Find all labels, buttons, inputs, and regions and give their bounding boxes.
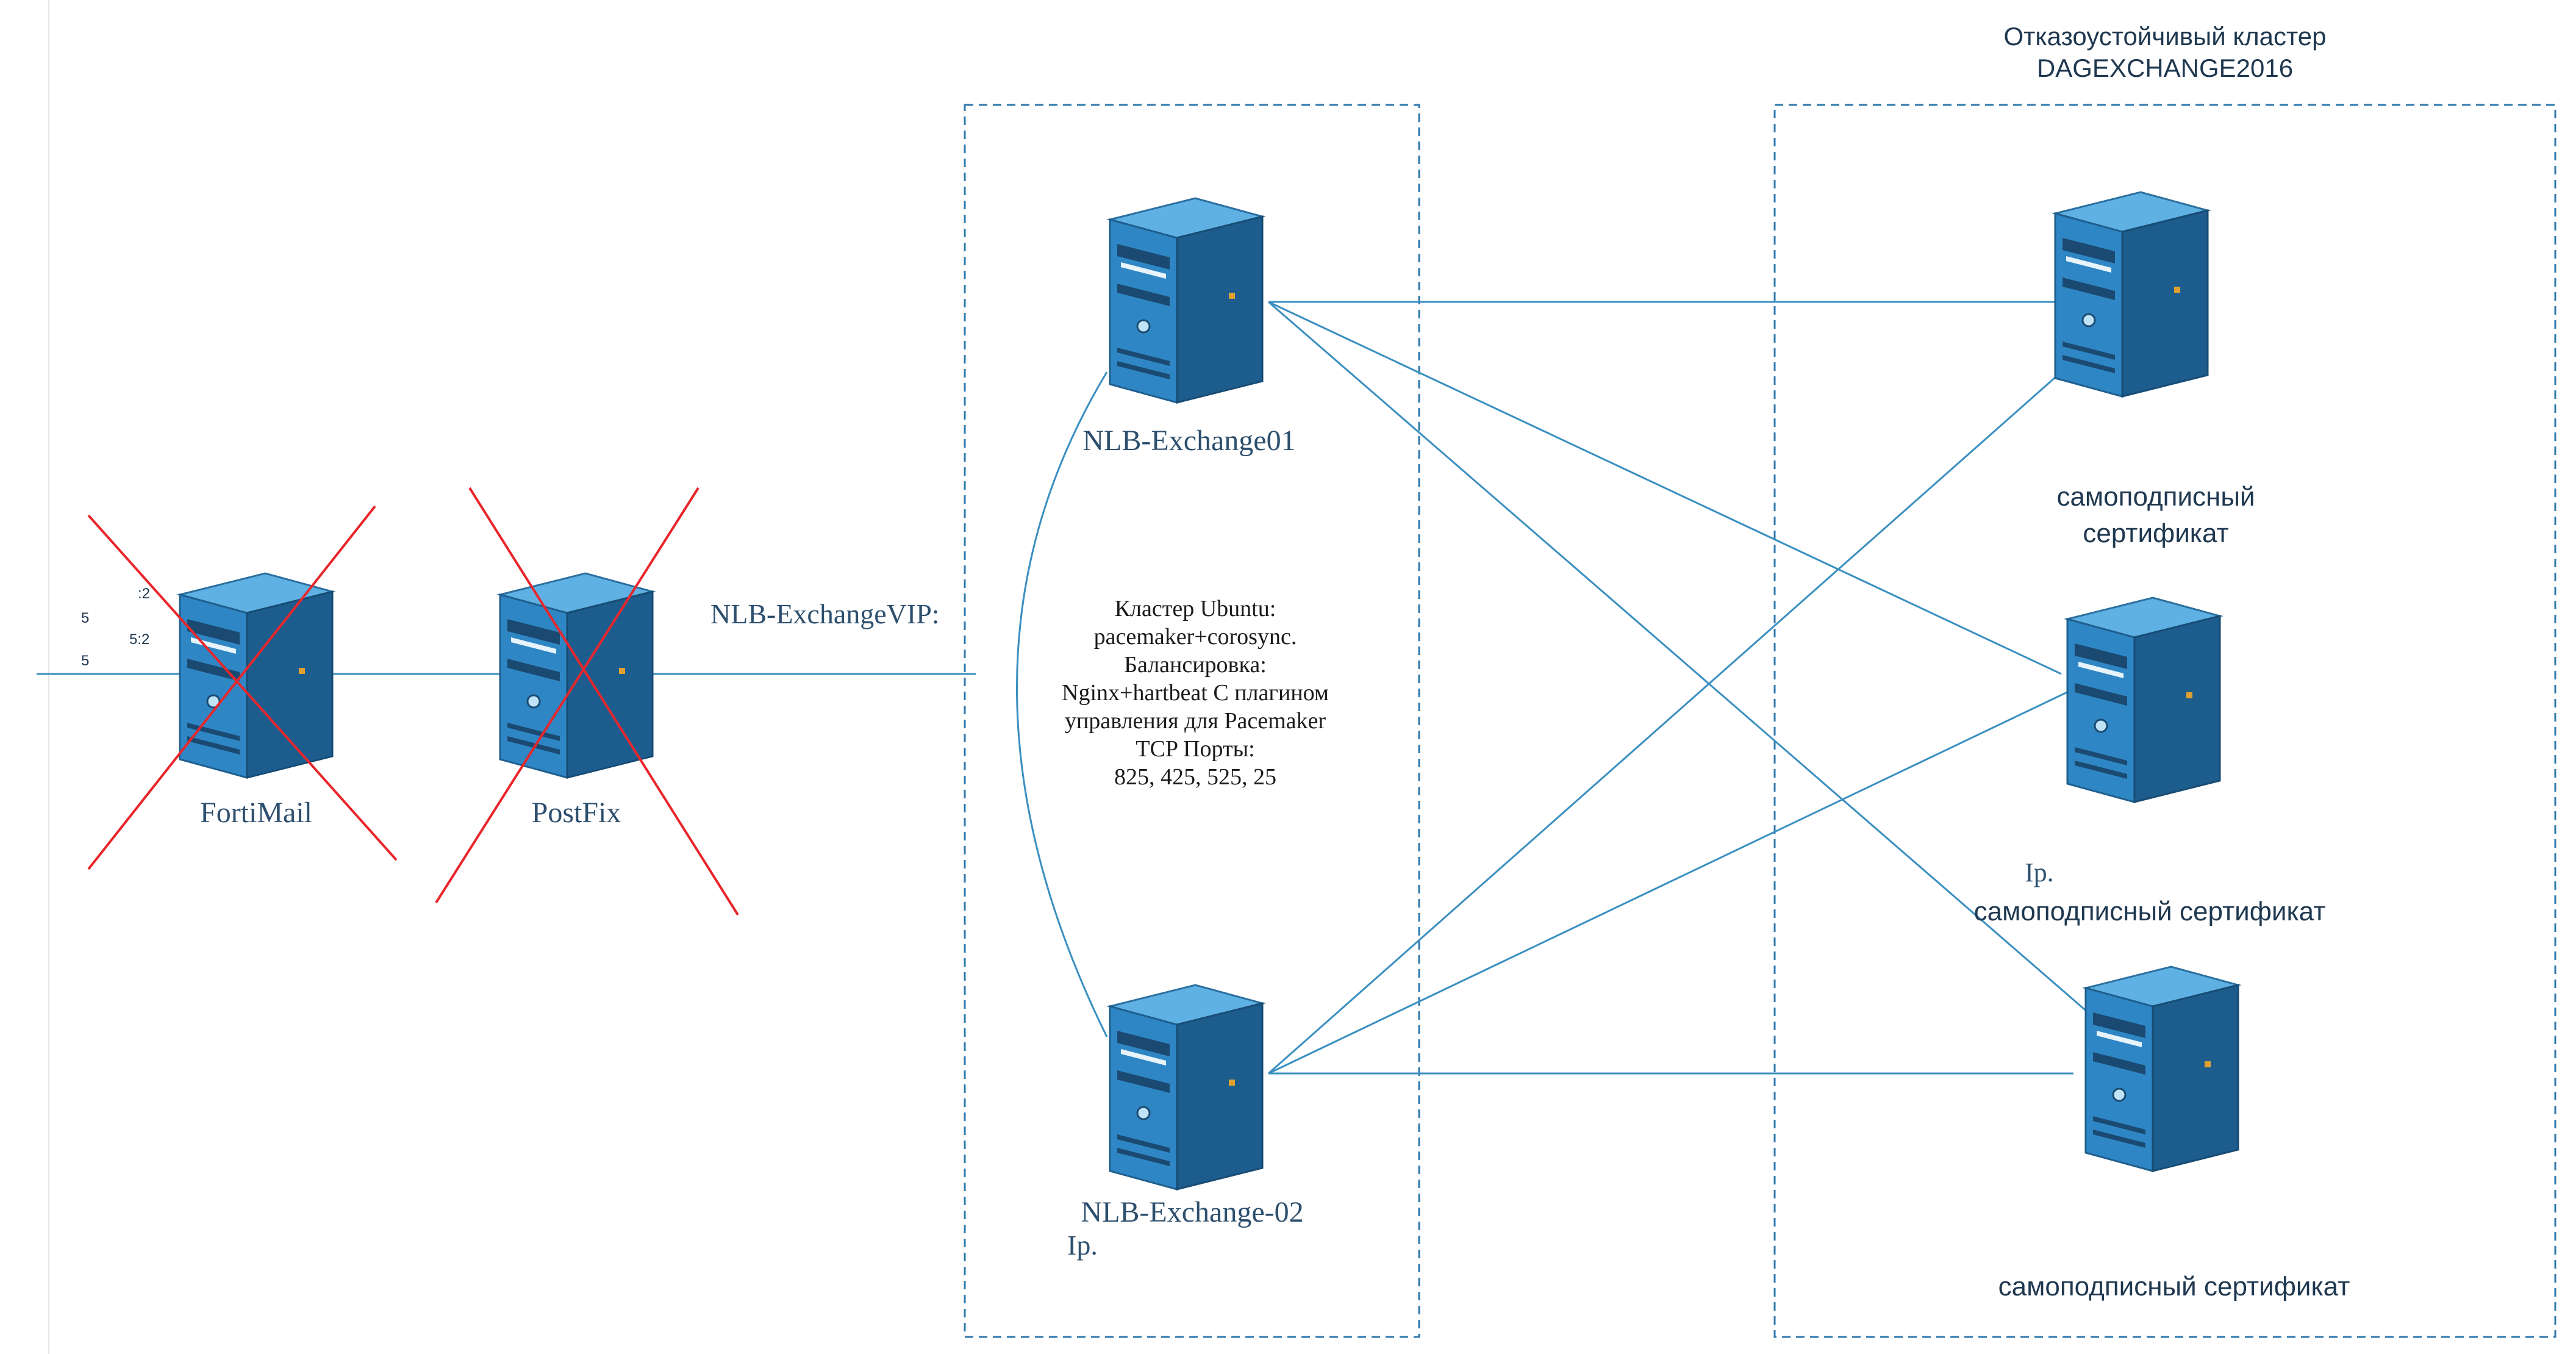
- nlb02-ip-label: Ip.: [1067, 1230, 1098, 1261]
- nlb-vip-label: NLB-ExchangeVIP:: [710, 598, 940, 629]
- postfix-cross-icon: [435, 487, 739, 916]
- port-label: 5:2: [129, 631, 150, 648]
- link-heartbeat: [1016, 371, 1108, 1037]
- port-label: :2: [138, 586, 151, 602]
- cluster-note: Кластер Ubuntu: pacemaker+corosync. Бала…: [1062, 596, 1329, 790]
- nlb02-label: NLB-Exchange-02: [1081, 1196, 1304, 1228]
- cluster-title: Отказоустойчивый кластер: [2003, 22, 2327, 51]
- cluster-name: DAGEXCHANGE2016: [2036, 54, 2294, 82]
- ex3-cert-label: самоподписный сертификат: [1998, 1272, 2350, 1302]
- ex1-cert-label: самоподписный: [2056, 482, 2255, 512]
- nlb01-label: NLB-Exchange01: [1082, 424, 1296, 457]
- port-label: 5: [81, 653, 90, 669]
- ex2-server-icon: [2066, 596, 2221, 803]
- ex3-server-icon: [2084, 965, 2239, 1172]
- link-nlb01-ex2: [1268, 301, 2062, 675]
- ex2-cert-label: самоподписный сертификат: [1973, 897, 2326, 926]
- fortimail-cross-icon: [87, 505, 398, 870]
- fortimail-label: FortiMail: [199, 797, 313, 829]
- nlb-group-box: [964, 104, 1420, 1338]
- cluster-box: [1773, 104, 2556, 1338]
- link-nlb01-ex3: [1268, 301, 2117, 1038]
- port-label: 5: [81, 610, 90, 626]
- postfix-label: PostFix: [531, 797, 621, 829]
- nlb02-server-icon: [1109, 984, 1264, 1191]
- link-nlb02-ex2: [1268, 688, 2074, 1075]
- link-nlb02-ex1: [1268, 371, 2062, 1075]
- postfix-server-icon: [499, 572, 654, 779]
- ex1-cert-label-2: сертификат: [2083, 518, 2229, 548]
- ex1-server-icon: [2054, 191, 2209, 398]
- fortimail-server-icon: [179, 572, 334, 779]
- nlb01-server-icon: [1109, 197, 1264, 404]
- ex2-ip-label: Ip.: [2025, 858, 2054, 887]
